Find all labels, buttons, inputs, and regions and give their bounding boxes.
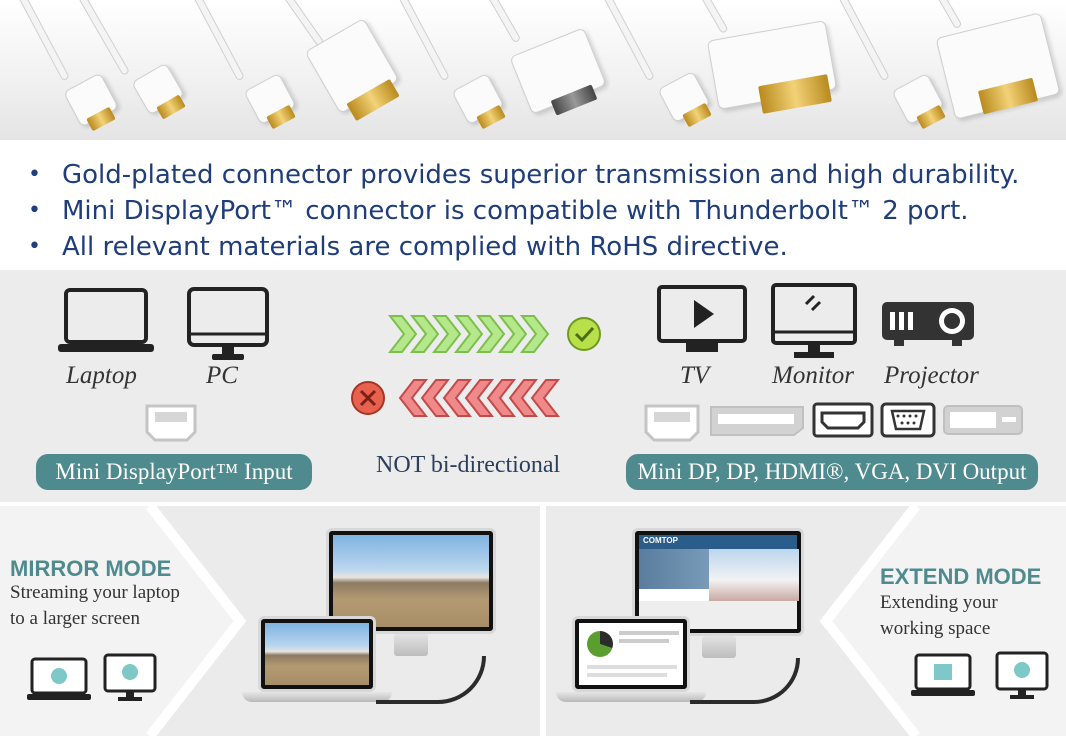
extend-mode-panel: EXTEND MODE Extending your working space… (546, 506, 1066, 736)
laptop-base (242, 692, 392, 702)
monitor-label: Monitor (772, 362, 854, 389)
text-line (619, 639, 669, 643)
cable-wire (78, 0, 130, 76)
extend-mode-desc-line2: working space (880, 618, 991, 639)
laptop-label: Laptop (66, 362, 137, 389)
displayport-port-icon (710, 406, 804, 436)
monitor-stand (702, 636, 736, 658)
feature-list: Gold-plated connector provides superior … (28, 157, 1038, 265)
pie-chart-graphic (587, 631, 613, 657)
mirror-mode-desc-line2: to a larger screen (10, 608, 140, 629)
forward-arrows-icon (388, 315, 550, 353)
cable-wire (283, 0, 325, 47)
mini-displayport-port-icon (644, 404, 700, 442)
monitor-icon (771, 283, 857, 358)
check-icon (567, 317, 601, 351)
text-line (619, 631, 679, 635)
direction-note: NOT bi-directional (376, 452, 561, 478)
cable-product-strip (0, 0, 1066, 140)
cable-wire (838, 0, 890, 82)
monitor-extend-icon (995, 651, 1049, 699)
backward-arrows-icon (398, 379, 560, 417)
text-line (587, 665, 677, 669)
pc-label: PC (206, 362, 238, 389)
mini-displayport-port-icon (145, 404, 197, 442)
cable-wire (935, 0, 963, 30)
monitor-stand (394, 634, 428, 656)
laptop-extend-icon (911, 653, 975, 696)
external-monitor-screen (326, 528, 496, 634)
vga-port-icon (880, 402, 936, 438)
feature-item: All relevant materials are complied with… (28, 229, 1038, 265)
cable-wire (18, 0, 70, 82)
mirror-mode-panel: MIRROR MODE Streaming your laptop to a l… (0, 506, 540, 736)
cable-wire (398, 0, 450, 82)
hdmi-port-icon (812, 402, 874, 438)
feature-item: Gold-plated connector provides superior … (28, 157, 1038, 193)
tv-label: TV (680, 362, 710, 389)
cable-wire (603, 0, 655, 82)
building-photo (709, 549, 799, 601)
cable-wire (699, 0, 729, 34)
laptop-screen (258, 616, 376, 692)
laptop-mirror-icon (27, 657, 91, 700)
desert-landscape-image (333, 535, 489, 627)
laptop-base (556, 692, 706, 702)
connection-panel: Laptop PC Mini DisplayPort™ Input (0, 270, 1066, 502)
laptop-screen (572, 616, 690, 692)
output-label-pill: Mini DP, DP, HDMI®, VGA, DVI Output (626, 454, 1038, 490)
comtop-logo: COMTOP (643, 536, 678, 545)
input-label-pill: Mini DisplayPort™ Input (36, 454, 312, 490)
spreadsheet-screenshot (579, 623, 683, 685)
mirror-mode-desc-line1: Streaming your laptop (10, 582, 180, 603)
monitor-mirror-icon (103, 653, 157, 701)
feature-item: Mini DisplayPort™ connector is compatibl… (28, 193, 1038, 229)
tv-icon (657, 285, 747, 352)
pc-monitor-icon (187, 287, 269, 360)
cable-wire (193, 0, 245, 82)
mirror-mode-title: MIRROR MODE (10, 556, 172, 581)
external-monitor-screen: COMTOP (632, 528, 804, 636)
website-screenshot: COMTOP (639, 535, 799, 629)
cable-wire (486, 0, 522, 44)
extend-mode-desc-line1: Extending your (880, 592, 998, 613)
cross-icon (351, 381, 385, 415)
desert-landscape-image (265, 623, 369, 685)
projector-label: Projector (884, 362, 979, 389)
laptop-icon (58, 288, 154, 352)
extend-mode-title: EXTEND MODE (880, 564, 1042, 589)
text-line (587, 673, 667, 677)
projector-icon (882, 302, 974, 346)
website-header: COMTOP (639, 535, 797, 549)
dvi-port-icon (943, 405, 1023, 435)
